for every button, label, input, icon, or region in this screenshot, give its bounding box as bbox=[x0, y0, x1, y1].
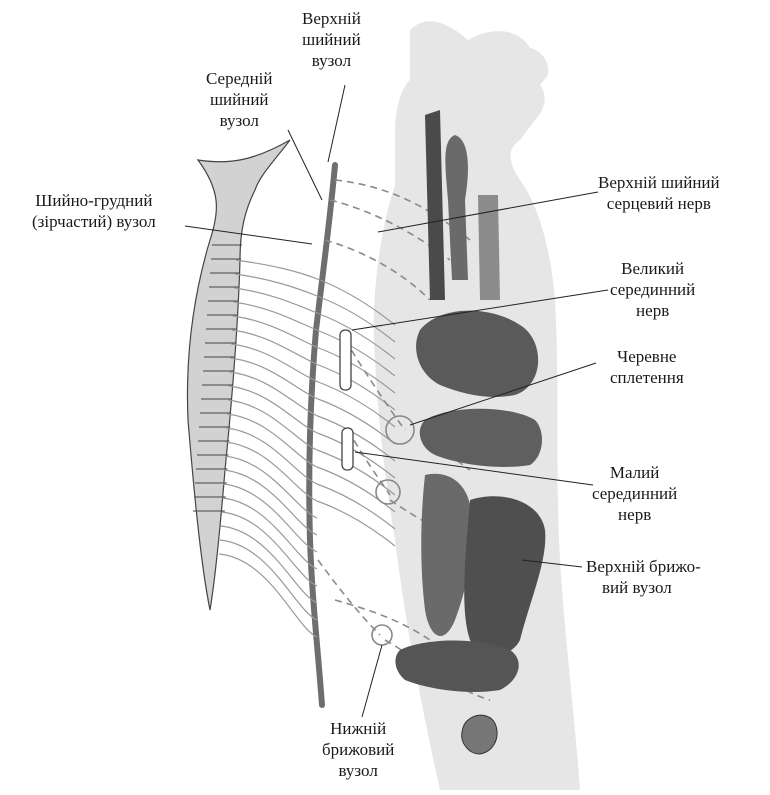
organs bbox=[395, 110, 546, 755]
spinal-nerve-fiber bbox=[221, 511, 318, 587]
label-upper-cervical-cardiac-nerve: Верхній шийний серцевий нерв bbox=[598, 173, 720, 213]
spinal-nerve-fibers bbox=[219, 259, 396, 638]
visceral-nerve-fiber bbox=[319, 296, 396, 343]
spinal-nerve-fiber bbox=[227, 399, 318, 451]
label-inferior-mesenteric-ganglion: Нижній брижовий вузол bbox=[322, 719, 395, 780]
visceral-nerve-fiber bbox=[317, 381, 396, 428]
greater-splanchnic-oval bbox=[339, 329, 352, 391]
celiac-plexus-circle bbox=[385, 415, 415, 445]
label-greater-splanchnic-nerve: Великий серединний нерв bbox=[610, 259, 696, 320]
visceral-nerve-fiber bbox=[316, 500, 396, 547]
spinal-nerve-fiber bbox=[223, 483, 318, 553]
spinal-nerve-fiber bbox=[223, 469, 318, 536]
label-superior-mesenteric-ganglion: Верхній брижо- вий вузол bbox=[586, 557, 701, 597]
spinal-nerve-fiber bbox=[220, 525, 318, 604]
vertebra-segments bbox=[193, 244, 242, 512]
spinal-nerve-fiber bbox=[226, 427, 318, 485]
label-lesser-splanchnic-nerve: Малий серединний нерв bbox=[592, 463, 678, 524]
spinal-nerve-fiber bbox=[230, 357, 319, 400]
visceral-nerve-fiber bbox=[319, 313, 396, 360]
label-upper-cervical-ganglion: Верхній шийний вузол bbox=[302, 9, 361, 70]
spinal-nerve-fiber bbox=[234, 287, 320, 315]
lesser-splanchnic-oval bbox=[341, 427, 354, 471]
label-cervicothoracic-ganglion: Шийно-грудний (зірчастий) вузол bbox=[32, 191, 156, 231]
spinal-nerve-fiber bbox=[225, 441, 318, 502]
visceral-nerve-fiber bbox=[318, 347, 396, 394]
vertebral-column bbox=[186, 139, 291, 611]
spinal-nerve-fiber bbox=[231, 343, 319, 383]
visceral-nerve-fiber bbox=[317, 415, 396, 462]
spinal-nerve-fiber bbox=[227, 413, 318, 468]
spinal-nerve-fiber bbox=[232, 315, 320, 349]
visceral-nerve-fiber bbox=[318, 330, 396, 377]
spinal-nerve-fiber bbox=[222, 497, 318, 570]
spinal-nerve-fiber bbox=[229, 371, 318, 417]
spinal-nerve-fiber bbox=[219, 539, 318, 621]
visceral-nerve-fiber bbox=[319, 279, 396, 326]
spinal-nerve-fiber bbox=[235, 273, 320, 298]
superior-mesenteric-circle bbox=[375, 479, 401, 505]
spinal-nerve-fiber bbox=[235, 259, 321, 281]
spinal-nerve-fiber bbox=[224, 455, 318, 519]
visceral-nerve-fiber bbox=[317, 432, 396, 479]
spinal-nerve-fiber bbox=[219, 553, 318, 638]
visceral-nerve-fiber bbox=[316, 449, 396, 496]
spinal-nerve-fiber bbox=[231, 329, 319, 366]
leader-lines bbox=[184, 84, 609, 718]
visceral-nerve-fiber bbox=[316, 483, 396, 530]
spinal-nerve-fiber bbox=[233, 301, 320, 332]
sympathetic-trunk bbox=[306, 162, 338, 708]
inferior-mesenteric-circle bbox=[371, 624, 393, 646]
visceral-nerve-fiber bbox=[316, 466, 396, 513]
label-middle-cervical-ganglion: Середній шийний вузол bbox=[206, 69, 273, 130]
label-celiac-plexus: Черевне сплетення bbox=[610, 347, 684, 387]
visceral-nerve-fiber bbox=[317, 398, 396, 445]
spinal-nerve-fiber bbox=[228, 385, 318, 434]
